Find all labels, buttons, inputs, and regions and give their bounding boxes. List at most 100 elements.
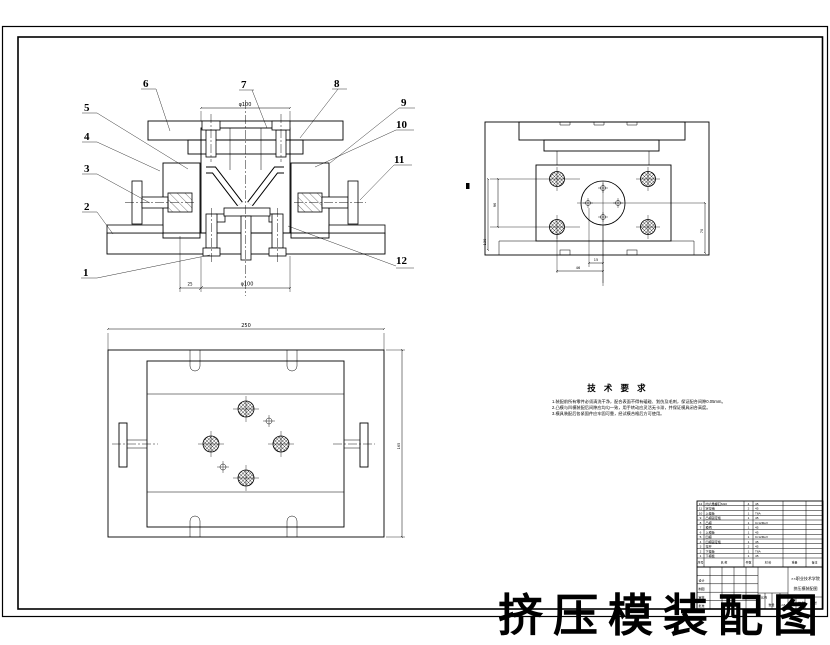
border-inner	[17, 36, 824, 610]
bom-cell: 45	[755, 526, 759, 530]
drawing-title-stamp: 挤压模装配图	[498, 591, 828, 641]
titleblock-title: 挤压模装配图	[794, 585, 818, 591]
bom-cell: 凸模固定板	[706, 515, 721, 520]
bom-cell: 凹模固定板	[706, 539, 721, 544]
title-block: 设计 制图 审核 批准 比例 数量 J-8 共 张 第 张 ××职业技术学院 挤…	[696, 566, 824, 610]
callout-label-3: 3	[84, 163, 90, 175]
bom-cell: 45	[755, 540, 759, 544]
bom-cell: 45	[755, 545, 759, 549]
bom-cell: 1	[748, 540, 750, 544]
bom-cell: 1	[748, 531, 750, 535]
bom-cell: 内六角螺钉M10	[706, 501, 728, 506]
bom-cell: 1	[748, 535, 750, 539]
bom-cell: 45	[755, 531, 759, 535]
bom-cell: 7	[700, 526, 702, 530]
bom-cell: 10	[699, 512, 703, 516]
bom-cell: 12	[699, 502, 703, 506]
bom-cell: 1	[748, 526, 750, 530]
titleblock-qty-label: 数量	[769, 602, 775, 607]
tech-requirements: 技 术 要 求 1.装配前所有零件必须清洗干净，配合表面不得有磕碰、划伤及毛刺，…	[552, 383, 726, 417]
bom-cell: 2	[700, 550, 702, 554]
titleblock-approve-label: 批准	[699, 603, 705, 608]
plan-view-upper: 96 130 70 15 46	[466, 121, 710, 286]
bom-cell: 5	[700, 535, 702, 539]
titleblock-scale-label: 比例	[761, 595, 767, 600]
dim-tr-b1: 15	[594, 258, 598, 262]
section-view: φ100 25 φ100 1 2 3 4 5 6 7 8 9 10	[81, 78, 415, 296]
titleblock-design-label: 设计	[699, 578, 705, 583]
bom-cell: 6	[700, 531, 702, 535]
tech-line-2: 2.凸模与凹模装配后间隙应均匀一致，用手转动应灵活无卡滞，并保证模具闭合高度。	[552, 404, 710, 411]
titleblock-draft-label: 制图	[699, 586, 705, 591]
border-outer	[1, 25, 829, 618]
bom-cell: 1	[748, 521, 750, 525]
tech-heading: 技 术 要 求	[587, 383, 648, 393]
bom-cell: 45	[755, 507, 759, 511]
bom-cell: 2	[748, 545, 750, 549]
bom-cell: 4	[700, 540, 702, 544]
dim-sv-b2: φ100	[241, 282, 254, 288]
titleblock-review-label: 审核	[699, 594, 705, 599]
dim-sv-top: φ100	[239, 102, 252, 108]
bom-cell: 8	[700, 521, 702, 525]
titleblock-page: 第 张	[810, 600, 817, 605]
bom-cell: 上模板	[706, 530, 715, 535]
bom-cell: 下模板	[706, 553, 715, 558]
bom-cell: Cr12MoV	[755, 535, 769, 539]
callout-label-7: 7	[241, 79, 247, 91]
dim-bl-top: 250	[241, 323, 251, 329]
bom-cell: 45	[755, 502, 759, 506]
bom-header-cell: 名 称	[721, 560, 728, 565]
dim-bl-right: 165	[397, 443, 401, 450]
bom-cell: 1	[748, 512, 750, 516]
bom-cell: 45	[755, 516, 759, 520]
bom-header: 序号 名 称 件数 材 料 重量 备注	[698, 560, 818, 565]
bom-cell: 4	[748, 502, 750, 506]
callout-label-12: 12	[396, 255, 408, 267]
callout-label-6: 6	[143, 78, 149, 90]
bom-header-cell: 备注	[812, 560, 818, 565]
bom-cell: 凹模	[706, 534, 712, 539]
bom-cell: Cr12MoV	[755, 521, 769, 525]
dim-sv-b1: 25	[187, 282, 193, 287]
bom-header-cell: 重量	[792, 560, 798, 565]
bom-cell: 1	[748, 516, 750, 520]
plan-view-lower: 250 165	[106, 323, 405, 539]
bom-cell: 模柄	[706, 525, 712, 530]
bom-cell: T8A	[755, 512, 762, 516]
callout-label-9: 9	[401, 97, 407, 109]
callout-label-2: 2	[84, 201, 90, 213]
callout-label-4: 4	[84, 131, 90, 143]
bom-cell: 1	[748, 550, 750, 554]
bom-header-cell: 序号	[698, 560, 704, 565]
bom-cell: 11	[699, 507, 702, 511]
titleblock-code: J-8	[781, 603, 785, 607]
bom-cell: 9	[700, 516, 702, 520]
callout-label-11: 11	[394, 154, 404, 166]
callout-label-5: 5	[84, 102, 90, 114]
bom-cell: 2	[748, 507, 750, 511]
dim-tr-l2: 130	[483, 239, 487, 246]
bom-cell: 凸模	[706, 520, 712, 525]
bom-cell: 1	[700, 554, 702, 558]
callout-label-8: 8	[334, 78, 340, 90]
tech-line-3: 3.模具装配后各紧固件应牢固可靠，经试模合格后方可使用。	[552, 410, 664, 417]
bom-cell: 3	[700, 545, 702, 549]
tech-line-1: 1.装配前所有零件必须清洗干净，配合表面不得有磕碰、划伤及毛刺，保证配合间隙0.…	[552, 398, 726, 405]
bom-cell: 45	[755, 554, 759, 558]
dim-tr-r: 70	[700, 229, 704, 233]
callout-label-1: 1	[83, 267, 89, 279]
